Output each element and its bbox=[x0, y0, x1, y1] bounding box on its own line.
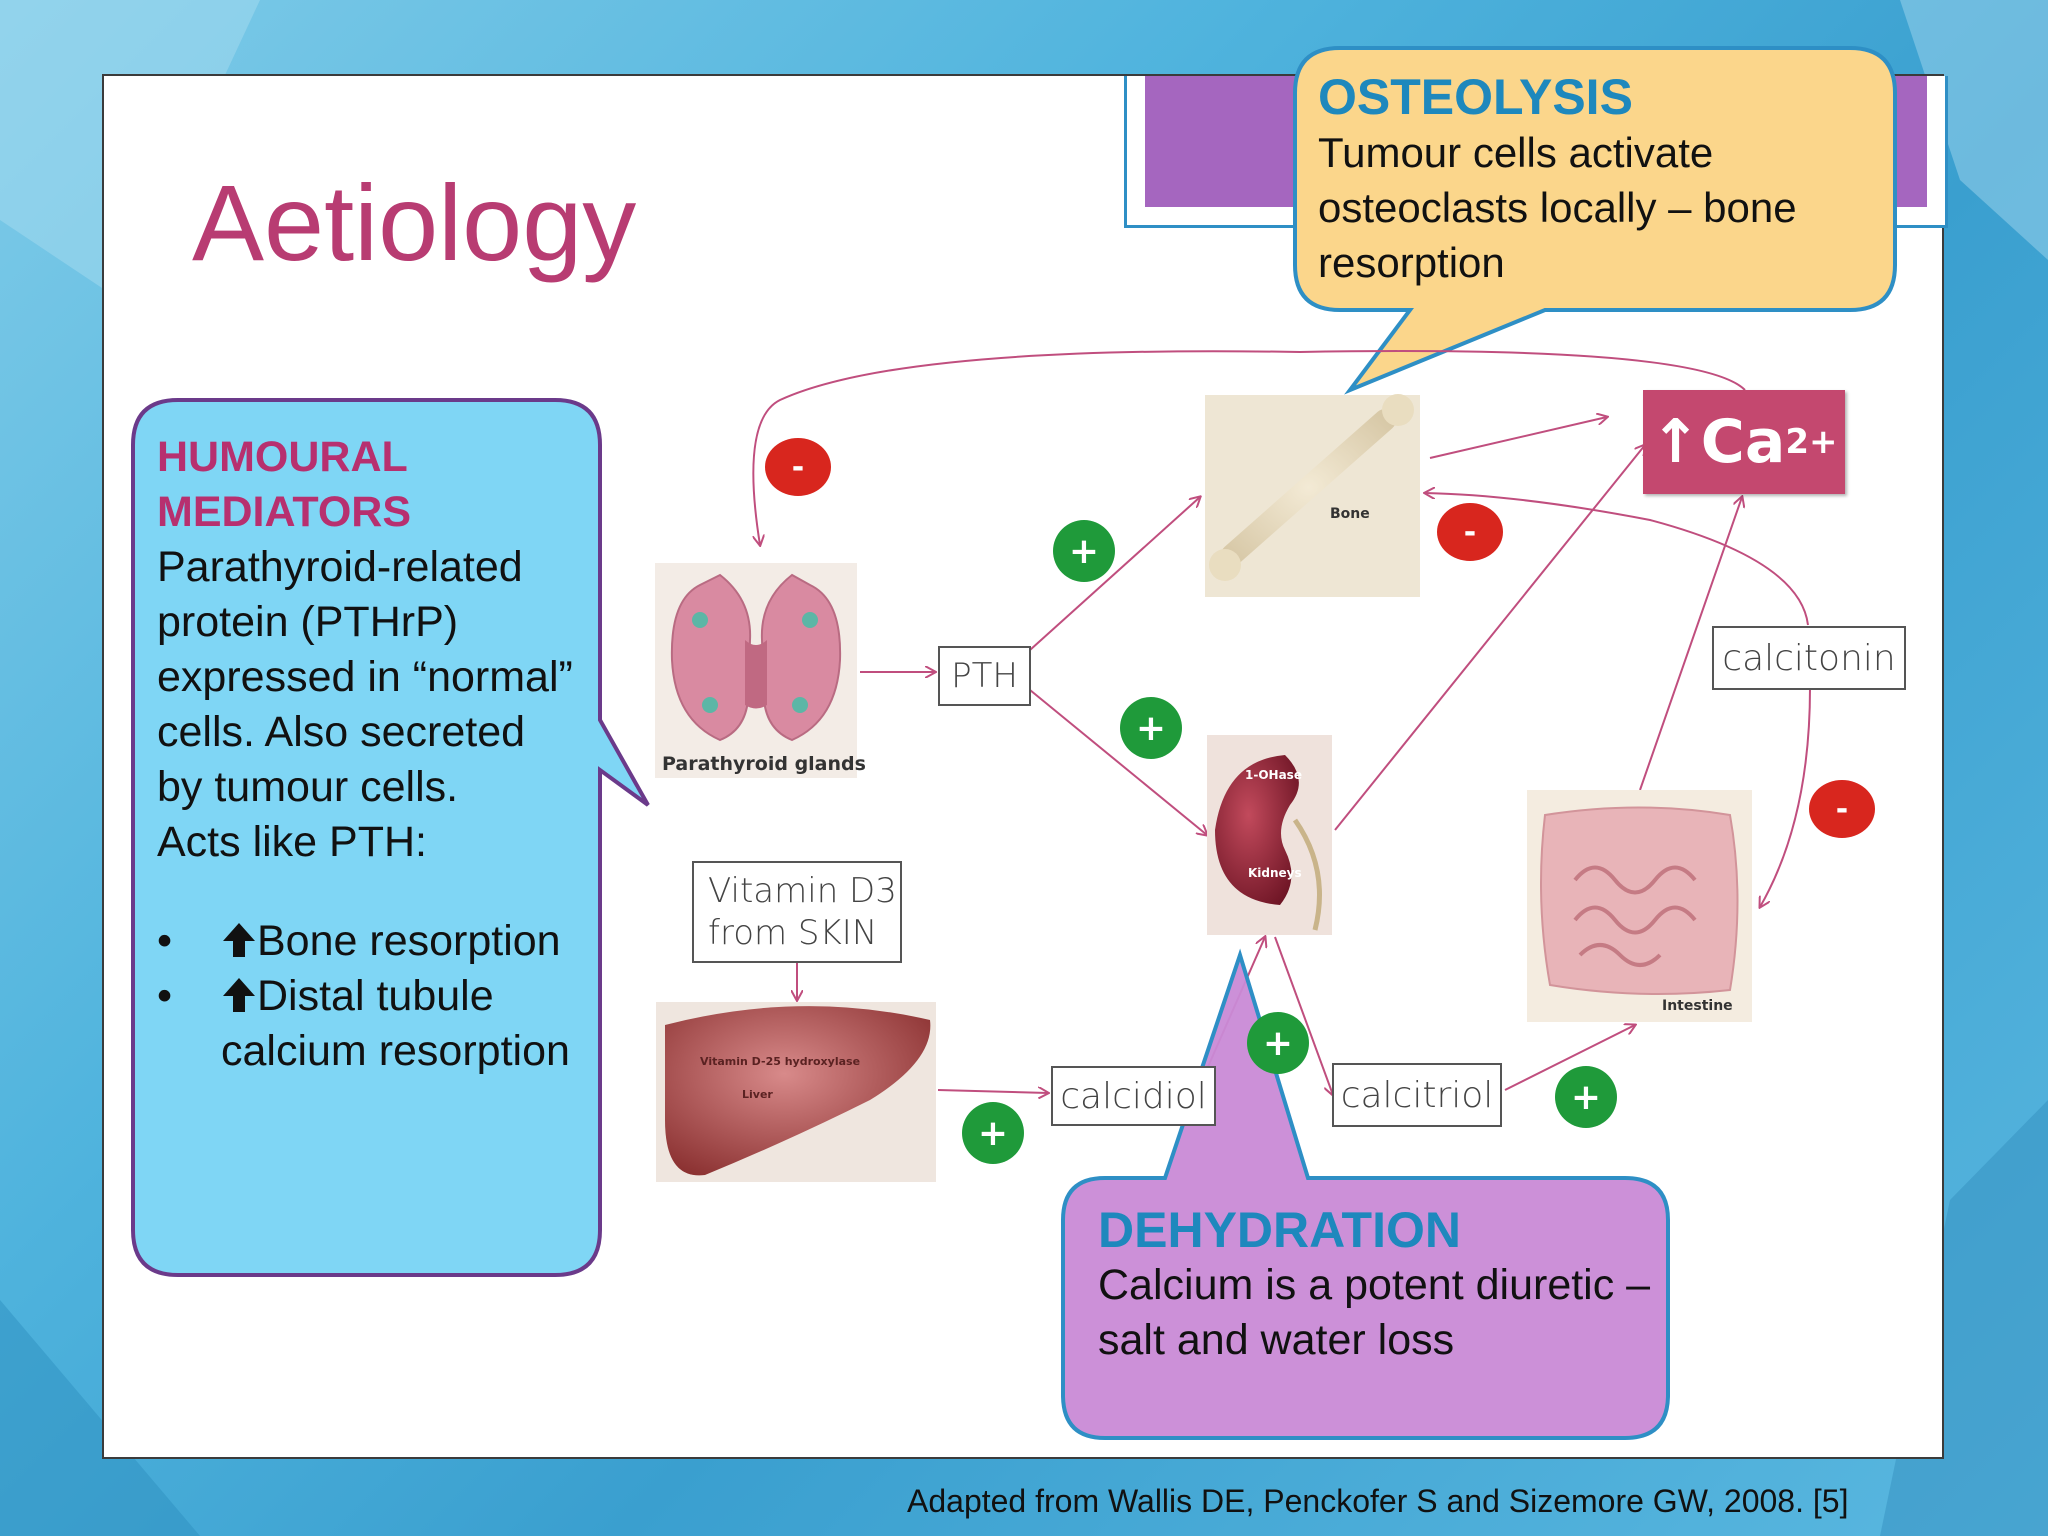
dehydration-body: Calcium is a potent diuretic – salt and … bbox=[1098, 1261, 1651, 1364]
humoral-body: Parathyroid-related protein (PTHrP) expr… bbox=[157, 543, 573, 811]
slide-title: Aetiology bbox=[192, 162, 637, 283]
liver-enzyme-caption: Vitamin D-25 hydroxylase bbox=[700, 1055, 861, 1068]
osteolysis-text: OSTEOLYSIS Tumour cells activate osteocl… bbox=[1318, 70, 1878, 290]
bullet-text: Bone resorption bbox=[257, 917, 561, 965]
kidney-caption: Kidneys bbox=[1248, 866, 1302, 880]
inhibit-badge-intestine: - bbox=[1809, 780, 1875, 838]
liver-illustration bbox=[656, 1002, 936, 1182]
humoral-callout-bubble bbox=[131, 398, 650, 1277]
dehydration-text: DEHYDRATION Calcium is a potent diuretic… bbox=[1098, 1203, 1678, 1368]
humoral-heading-line1: HUMOURAL bbox=[157, 433, 408, 481]
osteolysis-body: Tumour cells activate osteoclasts locall… bbox=[1318, 129, 1797, 286]
vitamin-d3-label: Vitamin D3 from SKIN bbox=[692, 861, 902, 963]
up-arrow-glyph: ↑ bbox=[1650, 407, 1701, 477]
vitamin-d3-line1: Vitamin D3 bbox=[708, 871, 897, 911]
parathyroid-caption: Parathyroid glands bbox=[662, 753, 866, 775]
dehydration-heading: DEHYDRATION bbox=[1098, 1202, 1461, 1258]
humoral-bullet-list: • Bone resorption • Distal tubule calciu… bbox=[157, 914, 577, 1079]
intestine-illustration bbox=[1527, 790, 1752, 1022]
intestine-caption: Intestine bbox=[1662, 998, 1733, 1014]
stimulate-badge-calcidiol: + bbox=[1247, 1012, 1309, 1074]
kidney-illustration bbox=[1207, 735, 1332, 935]
humoral-mediators-text: HUMOURAL MEDIATORS Parathyroid-related p… bbox=[157, 430, 577, 1079]
citation: Adapted from Wallis DE, Penckofer S and … bbox=[907, 1483, 1849, 1519]
kidney-enzyme-caption: 1-OHase bbox=[1245, 768, 1302, 782]
stimulate-badge-liver: + bbox=[962, 1102, 1024, 1164]
bullet-text: Distal tubule calcium resorption bbox=[221, 972, 570, 1075]
calcitonin-label: calcitonin bbox=[1712, 626, 1906, 690]
bone-caption: Bone bbox=[1330, 506, 1370, 522]
calcitriol-label: calcitriol bbox=[1332, 1063, 1502, 1127]
vitamin-d3-line2: from SKIN bbox=[708, 913, 878, 953]
list-item: • Bone resorption bbox=[157, 914, 577, 969]
liver-caption: Liver bbox=[742, 1088, 773, 1101]
inhibit-badge-bone: - bbox=[1437, 503, 1503, 561]
parathyroid-illustration bbox=[655, 563, 857, 778]
pth-label: PTH bbox=[938, 646, 1031, 706]
humoral-heading-line2: MEDIATORS bbox=[157, 488, 412, 536]
calcium-symbol: Ca bbox=[1700, 407, 1786, 477]
arrow-up-icon bbox=[223, 923, 255, 957]
stimulate-badge-bone: + bbox=[1053, 520, 1115, 582]
inhibit-badge-parathyroid: - bbox=[765, 438, 831, 496]
stimulate-badge-calcitriol: + bbox=[1555, 1066, 1617, 1128]
bullet-marker: • bbox=[157, 972, 173, 1020]
osteolysis-heading: OSTEOLYSIS bbox=[1318, 69, 1633, 125]
humoral-acts-like: Acts like PTH: bbox=[157, 818, 427, 866]
calcium-charge: 2+ bbox=[1785, 422, 1838, 462]
arrow-up-icon bbox=[223, 978, 255, 1012]
bullet-marker: • bbox=[157, 917, 173, 965]
calcidiol-label: calcidiol bbox=[1051, 1066, 1216, 1126]
list-item: • Distal tubule calcium resorption bbox=[157, 969, 577, 1079]
stimulate-badge-kidney: + bbox=[1120, 697, 1182, 759]
osteolysis-callout-bubble bbox=[1293, 46, 1897, 395]
bone-illustration bbox=[1205, 394, 1420, 597]
